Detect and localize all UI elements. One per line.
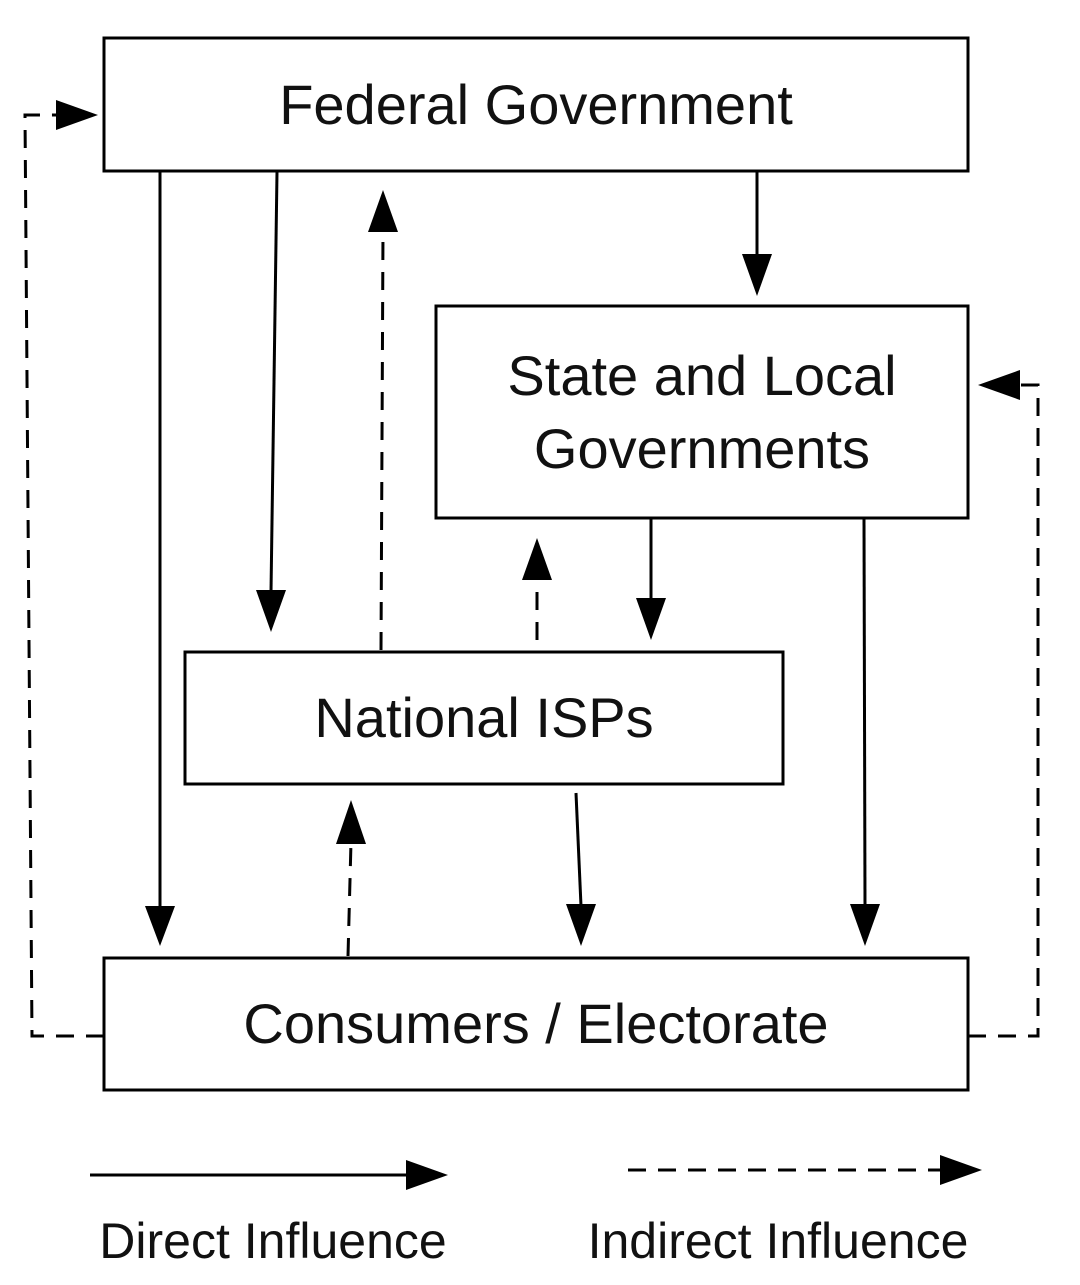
state-local-label-line1: State and Local bbox=[507, 344, 896, 407]
edge-state-to-consumers bbox=[850, 518, 880, 946]
node-national-isps: National ISPs bbox=[183, 650, 785, 786]
federal-government-label: Federal Government bbox=[279, 73, 793, 136]
state-local-box bbox=[434, 304, 970, 520]
legend-indirect-label: Indirect Influence bbox=[588, 1213, 969, 1269]
edge-federal-to-state bbox=[742, 172, 772, 296]
node-federal-government: Federal Government bbox=[102, 36, 970, 173]
edge-federal-to-consumers bbox=[145, 172, 175, 946]
federal-government-box bbox=[102, 36, 970, 173]
national-isps-box bbox=[183, 650, 785, 786]
legend-direct-label: Direct Influence bbox=[99, 1213, 446, 1269]
state-local-label-line2: Governments bbox=[534, 417, 870, 480]
legend-direct-arrow bbox=[90, 1160, 448, 1190]
edge-consumers-to-federal bbox=[23, 100, 104, 1038]
edge-isps-to-state bbox=[522, 538, 552, 640]
node-state-local-governments: State and Local Governments bbox=[434, 304, 970, 520]
edge-isps-to-federal bbox=[368, 190, 398, 651]
legend-indirect-arrow bbox=[628, 1155, 982, 1185]
edge-consumers-to-state bbox=[968, 370, 1040, 1038]
consumers-electorate-box bbox=[102, 956, 970, 1092]
node-consumers-electorate: Consumers / Electorate bbox=[102, 956, 970, 1092]
consumers-electorate-label: Consumers / Electorate bbox=[243, 992, 828, 1055]
edge-federal-to-isps bbox=[256, 171, 286, 632]
edge-consumers-to-isps bbox=[336, 800, 366, 957]
edge-state-to-isps bbox=[636, 519, 666, 640]
legend: Direct Influence Indirect Influence bbox=[90, 1155, 982, 1269]
national-isps-label: National ISPs bbox=[314, 686, 653, 749]
edge-isps-to-consumers bbox=[566, 792, 596, 946]
